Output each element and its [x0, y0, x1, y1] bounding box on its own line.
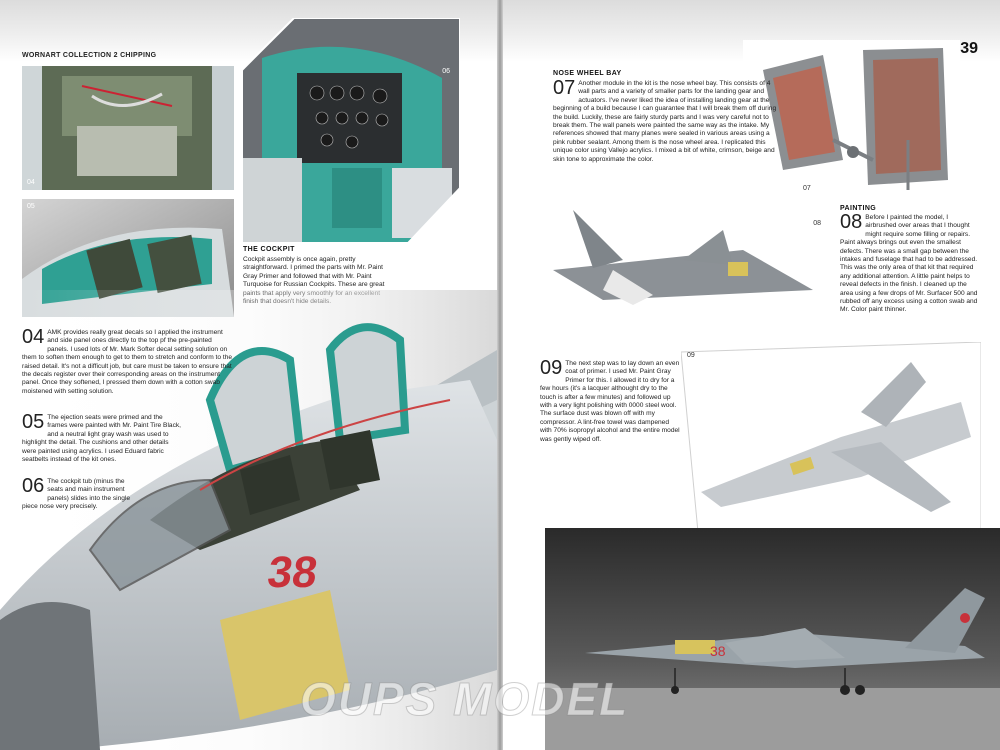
photo-number: 08	[813, 220, 821, 227]
step-text: Another module in the kit is the nose wh…	[553, 80, 777, 163]
step-number: 07	[553, 77, 576, 99]
step-number: 04	[22, 326, 45, 348]
aircraft-main-photo: 38	[0, 290, 497, 750]
step-number: 06	[22, 475, 45, 497]
step-number: 05	[22, 411, 45, 433]
photo-09: 09	[681, 342, 981, 564]
photo-04: 04	[22, 66, 234, 190]
step-text: AMK provides really great decals so I ap…	[22, 329, 233, 395]
photo-finished-model: 38	[545, 528, 1000, 750]
photo-06: 06	[242, 18, 460, 243]
photo-number: 05	[27, 203, 35, 210]
svg-text:38: 38	[710, 643, 726, 659]
section-title-nose-wheel-bay: NOSE WHEEL BAY	[553, 70, 622, 77]
step-text: The cockpit tub (minus the seats and mai…	[22, 478, 131, 511]
page-gutter	[497, 0, 503, 750]
section-title-cockpit: THE COCKPIT	[243, 246, 295, 253]
photo-07: 07	[743, 40, 960, 200]
section-title-painting: PAINTING	[840, 205, 877, 212]
step-number: 09	[540, 357, 563, 379]
photo-number: 06	[442, 68, 450, 75]
aircraft-marking: 38	[264, 548, 321, 597]
photo-08: 08	[543, 190, 833, 322]
step-text: The next step was to lay down an even co…	[540, 360, 680, 443]
step-text: The ejection seats were primed and the f…	[22, 414, 182, 464]
photo-number: 07	[803, 185, 811, 192]
photo-number: 04	[27, 179, 35, 186]
collection-label: WORNART COLLECTION 2 CHIPPING	[22, 52, 157, 59]
left-page: WORNART COLLECTION 2 CHIPPING 04	[0, 0, 497, 750]
watermark: OUPS MODEL	[299, 673, 630, 726]
step-text: Before I painted the model, I airbrushed…	[840, 214, 978, 314]
photo-number: 09	[687, 352, 695, 359]
step-number: 08	[840, 211, 863, 233]
